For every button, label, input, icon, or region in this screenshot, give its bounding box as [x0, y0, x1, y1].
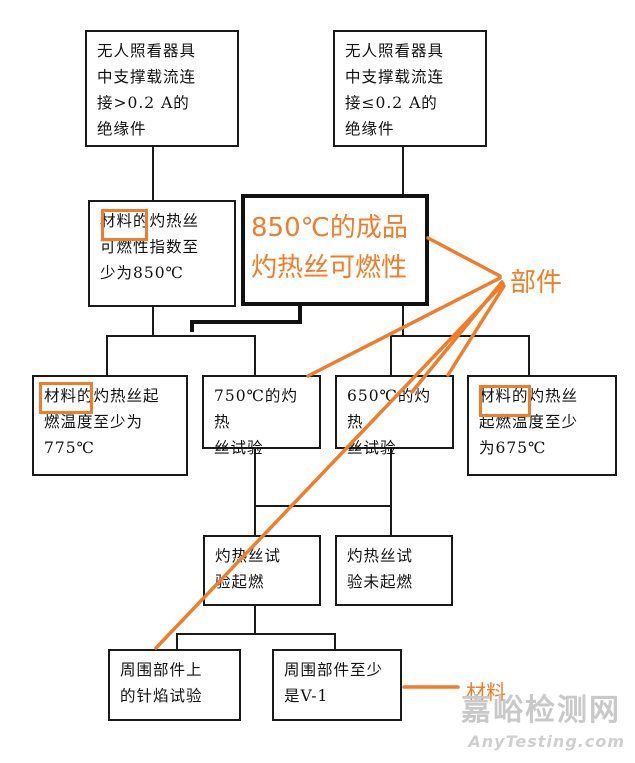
node-test-650: 650℃的灼热 丝试验 [335, 375, 454, 457]
product-connector [190, 320, 194, 332]
connector [106, 335, 108, 375]
material-highlight [479, 385, 531, 417]
node-test-750: 750℃的灼热 丝试验 [202, 375, 321, 457]
connector [254, 505, 256, 535]
connector [254, 605, 256, 635]
connector [254, 505, 392, 507]
connector [176, 633, 178, 649]
node-ignited: 灼热丝试 验起燃 [203, 535, 321, 606]
node-top-left: 无人照看器具 中支撑载流连 接>0.2 A的 绝缘件 [85, 30, 239, 147]
connector [254, 335, 256, 375]
component-annotation-label: 部件 [510, 268, 563, 298]
product-annotation-label: 850℃的成品 灼热丝可燃性 [251, 213, 408, 283]
connector [176, 633, 336, 635]
connector [106, 335, 256, 337]
connector [390, 335, 392, 375]
node-not-ignited: 灼热丝试 验未起燃 [335, 535, 453, 606]
watermark-cn: 嘉峪检测网 [461, 693, 621, 728]
material-highlight [101, 209, 148, 241]
connector [390, 335, 530, 337]
node-v1: 周围部件至少 是V-1 [272, 649, 402, 721]
connector [528, 335, 530, 375]
connector [390, 505, 392, 535]
connector [334, 633, 336, 649]
node-needle-flame: 周围部件上 的针焰试验 [108, 649, 241, 721]
node-top-right: 无人照看器具 中支撑载流连 接≤0.2 A的 绝缘件 [333, 30, 487, 147]
connector [152, 306, 154, 336]
material-highlight [39, 382, 93, 414]
connector [152, 146, 154, 200]
material-annotation-label: 材料 [466, 680, 506, 704]
watermark-en: AnyTesting.com [468, 732, 625, 751]
product-connector [190, 320, 302, 324]
